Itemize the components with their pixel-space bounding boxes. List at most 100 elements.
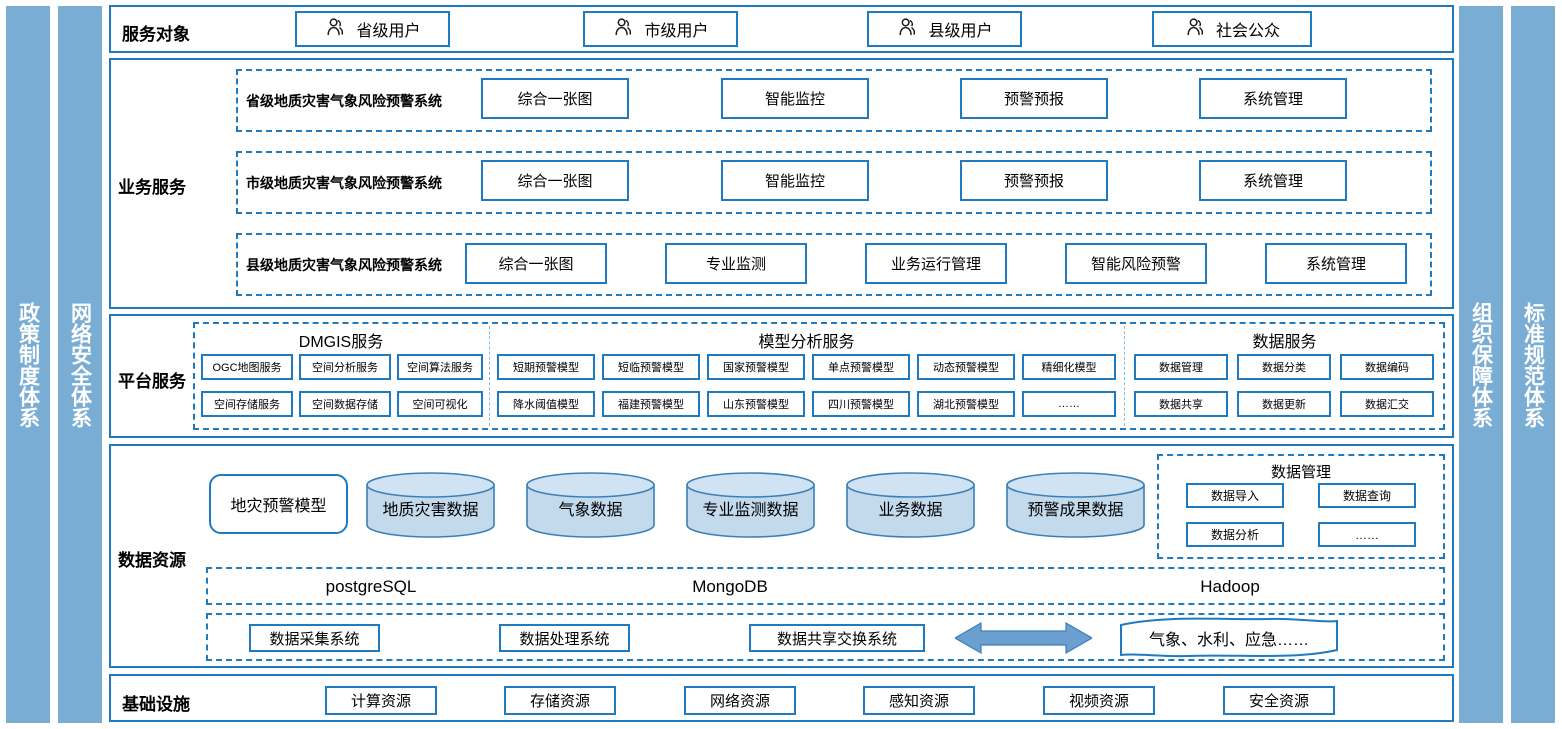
business-row-provincial-system: 省级地质灾害气象风险预警系统	[246, 93, 442, 109]
business-module-county-1[interactable]: 专业监测	[665, 243, 807, 284]
business-module-provincial-3[interactable]: 系统管理	[1199, 78, 1347, 119]
business-module-municipal-3[interactable]: 系统管理	[1199, 160, 1347, 201]
data-management-group	[1157, 454, 1445, 559]
business-module-county-0[interactable]: 综合一张图	[465, 243, 607, 284]
business-module-municipal-2[interactable]: 预警预报	[960, 160, 1108, 201]
platform-dataservice-3[interactable]: 数据共享	[1134, 391, 1228, 417]
cylinder-meteorological-data[interactable]: 气象数据	[525, 471, 656, 539]
platform-model-8[interactable]: 山东预警模型	[707, 391, 805, 417]
user-icon	[612, 16, 634, 43]
data-management-item-2[interactable]: 数据分析	[1186, 522, 1284, 547]
business-module-county-4[interactable]: 系统管理	[1265, 243, 1407, 284]
platform-model-3[interactable]: 单点预警模型	[812, 354, 910, 380]
platform-groups-frame	[193, 322, 1445, 430]
service-target-county-label: 县级用户	[928, 23, 993, 40]
data-management-item-3[interactable]: ……	[1318, 522, 1416, 547]
platform-dmgis-0[interactable]: OGC地图服务	[201, 354, 293, 380]
platform-services-label: 平台服务	[118, 372, 186, 391]
business-module-provincial-0[interactable]: 综合一张图	[481, 78, 629, 119]
exchange-processing-system[interactable]: 数据处理系统	[499, 624, 630, 652]
exchange-band	[206, 613, 1445, 661]
user-icon	[1184, 16, 1206, 43]
data-resources-label: 数据资源	[118, 551, 186, 570]
platform-model-4[interactable]: 动态预警模型	[917, 354, 1015, 380]
platform-model-0[interactable]: 短期预警模型	[497, 354, 595, 380]
platform-dataservice-5[interactable]: 数据汇交	[1340, 391, 1434, 417]
user-icon	[896, 16, 918, 43]
platform-group-model-title: 模型分析服务	[758, 334, 855, 351]
pillar-organization-guarantee: 组织保障体系	[1459, 6, 1503, 723]
platform-model-10[interactable]: 湖北预警模型	[917, 391, 1015, 417]
business-row-municipal-system: 市级地质灾害气象风险预警系统	[246, 175, 442, 191]
platform-dmgis-5[interactable]: 空间可视化	[397, 391, 483, 417]
business-row-county-system: 县级地质灾害气象风险预警系统	[246, 257, 442, 273]
service-target-provincial-label: 省级用户	[356, 23, 421, 40]
data-management-title: 数据管理	[1270, 464, 1331, 481]
database-mongodb: MongoDB	[692, 577, 768, 596]
exchange-sharing-system[interactable]: 数据共享交换系统	[749, 624, 925, 652]
cylinder-geohazard-data[interactable]: 地质灾害数据	[365, 471, 496, 539]
external-departments-box[interactable]: 气象、水利、应急……	[1118, 616, 1340, 660]
service-target-municipal[interactable]: 市级用户	[583, 11, 738, 47]
platform-model-9[interactable]: 四川预警模型	[812, 391, 910, 417]
database-hadoop: Hadoop	[1200, 577, 1260, 596]
platform-dataservice-2[interactable]: 数据编码	[1340, 354, 1434, 380]
infrastructure-item-4[interactable]: 视频资源	[1043, 686, 1155, 715]
platform-dmgis-4[interactable]: 空间数据存储	[299, 391, 391, 417]
database-postgresql: postgreSQL	[325, 577, 417, 596]
business-module-municipal-1[interactable]: 智能监控	[721, 160, 869, 201]
platform-dmgis-2[interactable]: 空间算法服务	[397, 354, 483, 380]
business-module-municipal-0[interactable]: 综合一张图	[481, 160, 629, 201]
user-icon	[324, 16, 346, 43]
service-targets-label: 服务对象	[122, 25, 190, 44]
cylinder-warning-result-data[interactable]: 预警成果数据	[1005, 471, 1146, 539]
exchange-collection-system[interactable]: 数据采集系统	[249, 624, 380, 652]
platform-dataservice-0[interactable]: 数据管理	[1134, 354, 1228, 380]
data-management-item-1[interactable]: 数据查询	[1318, 483, 1416, 508]
service-target-municipal-label: 市级用户	[644, 23, 709, 40]
business-row-municipal	[236, 151, 1432, 214]
service-target-public[interactable]: 社会公众	[1152, 11, 1312, 47]
business-row-provincial	[236, 69, 1432, 132]
data-management-item-0[interactable]: 数据导入	[1186, 483, 1284, 508]
platform-model-5[interactable]: 精细化模型	[1022, 354, 1116, 380]
infrastructure-item-2[interactable]: 网络资源	[684, 686, 796, 715]
platform-model-11[interactable]: ……	[1022, 391, 1116, 417]
platform-divider-2	[1124, 326, 1125, 426]
pillar-policy-system: 政策制度体系	[6, 6, 50, 723]
platform-divider-1	[489, 326, 490, 426]
platform-model-6[interactable]: 降水阈值模型	[497, 391, 595, 417]
pillar-network-security: 网络安全体系	[58, 6, 102, 723]
database-band	[206, 567, 1445, 605]
data-model-box[interactable]: 地灾预警模型	[209, 474, 348, 534]
infrastructure-item-3[interactable]: 感知资源	[863, 686, 975, 715]
infrastructure-item-5[interactable]: 安全资源	[1223, 686, 1335, 715]
pillar-network-security-label: 网络安全体系	[68, 301, 92, 428]
business-module-provincial-1[interactable]: 智能监控	[721, 78, 869, 119]
platform-model-2[interactable]: 国家预警模型	[707, 354, 805, 380]
external-departments-label: 气象、水利、应急……	[1148, 632, 1309, 649]
platform-dataservice-4[interactable]: 数据更新	[1237, 391, 1331, 417]
business-module-provincial-2[interactable]: 预警预报	[960, 78, 1108, 119]
cylinder-professional-monitoring-data[interactable]: 专业监测数据	[685, 471, 816, 539]
service-target-provincial[interactable]: 省级用户	[295, 11, 450, 47]
pillar-organization-guarantee-label: 组织保障体系	[1469, 301, 1493, 428]
pillar-standard-specification: 标准规范体系	[1511, 6, 1555, 723]
platform-model-1[interactable]: 短临预警模型	[602, 354, 700, 380]
platform-dmgis-3[interactable]: 空间存储服务	[201, 391, 293, 417]
infrastructure-item-0[interactable]: 计算资源	[325, 686, 437, 715]
double-arrow-icon	[953, 619, 1094, 657]
platform-group-data-title: 数据服务	[1252, 334, 1317, 351]
business-module-county-2[interactable]: 业务运行管理	[865, 243, 1007, 284]
service-target-county[interactable]: 县级用户	[867, 11, 1022, 47]
platform-dataservice-1[interactable]: 数据分类	[1237, 354, 1331, 380]
cylinder-business-data[interactable]: 业务数据	[845, 471, 976, 539]
infrastructure-item-1[interactable]: 存储资源	[504, 686, 616, 715]
business-services-label: 业务服务	[118, 178, 186, 197]
infrastructure-label: 基础设施	[122, 695, 190, 714]
platform-dmgis-1[interactable]: 空间分析服务	[299, 354, 391, 380]
pillar-policy-system-label: 政策制度体系	[16, 301, 40, 428]
pillar-standard-specification-label: 标准规范体系	[1521, 301, 1545, 428]
business-module-county-3[interactable]: 智能风险预警	[1065, 243, 1207, 284]
platform-model-7[interactable]: 福建预警模型	[602, 391, 700, 417]
